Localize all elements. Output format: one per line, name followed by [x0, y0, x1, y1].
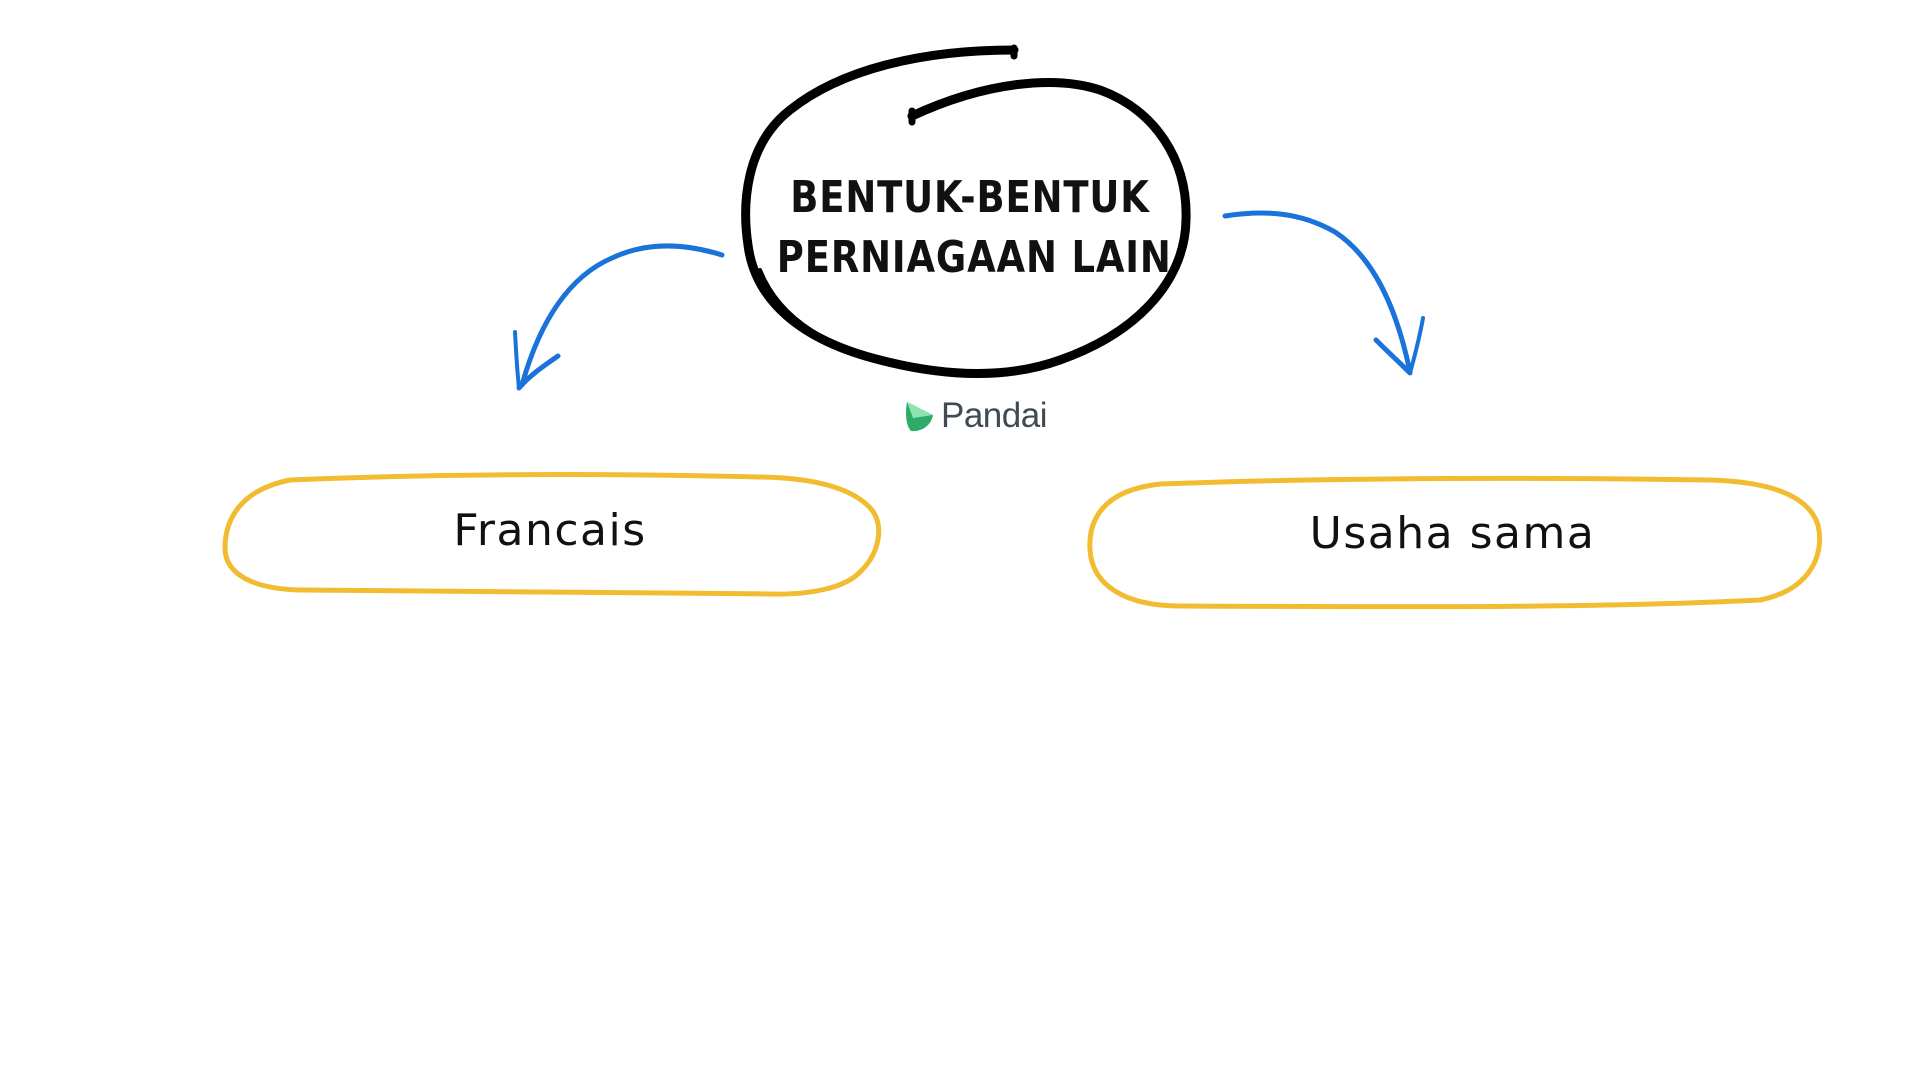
arrow-to-left-node [513, 243, 725, 391]
pandai-logo: Pandai [903, 393, 1047, 439]
title-line-2: PERNIAGAAN LAIN [776, 232, 1172, 283]
node-francais: Francais [453, 505, 647, 556]
pandai-leaf-icon [906, 402, 933, 432]
node-usaha-sama: Usaha sama [1309, 508, 1596, 559]
arrow-to-right-node [1222, 210, 1425, 376]
logo-text: Pandai [941, 396, 1047, 435]
title-circle [741, 44, 1191, 378]
node-outline-left [222, 471, 882, 597]
title-line-1: BENTUK-BENTUK [790, 172, 1150, 223]
diagram-title: BENTUK-BENTUK PERNIAGAAN LAIN [776, 168, 1172, 288]
node-outline-right [1087, 475, 1823, 610]
